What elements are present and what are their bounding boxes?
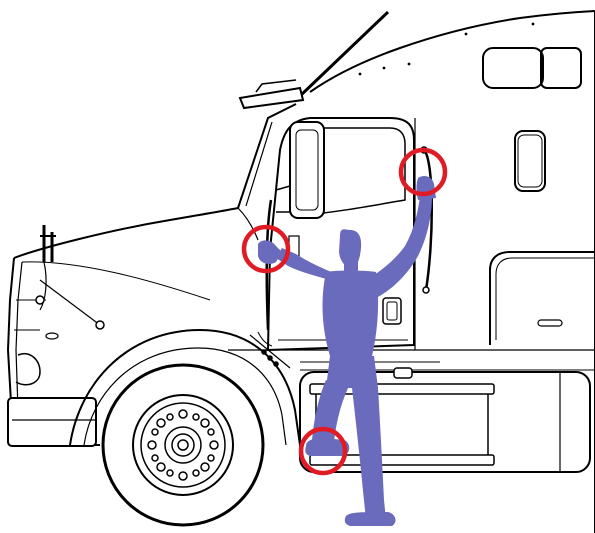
front-wheel (103, 365, 263, 525)
